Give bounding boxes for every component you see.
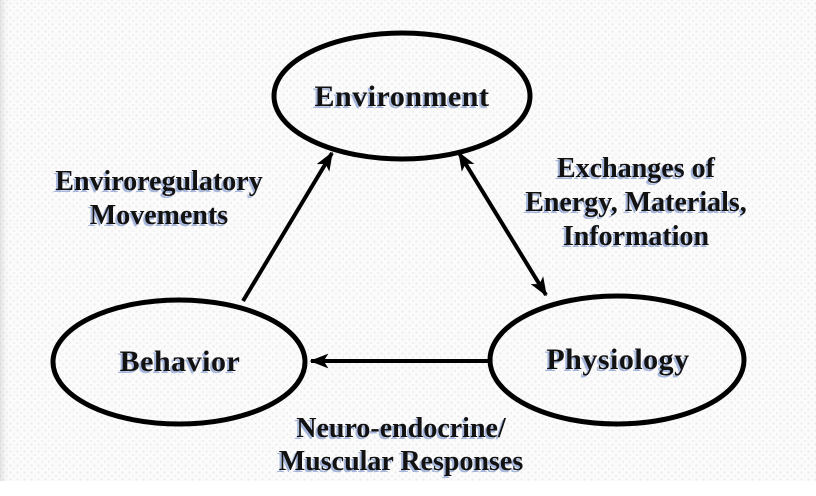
edge-label-exchanges: Exchanges of Energy, Materials, Informat… (525, 152, 747, 254)
behavior-ellipse (50, 297, 308, 427)
edge-label-line: Enviroregulatory (55, 166, 263, 197)
edge-label-line: Movements (89, 200, 229, 231)
edge-label-line: Neuro-endocrine/ (296, 413, 506, 444)
edge-label-line: Information (562, 221, 710, 252)
node-label-environment: Environment (314, 80, 490, 113)
edge-label-line: Exchanges of (557, 153, 715, 184)
physiology-ellipse (487, 293, 747, 427)
edge-label-neuro-endocrine: Neuro-endocrine/ Muscular Responses (279, 412, 524, 478)
edge-label-line: Muscular Responses (278, 446, 524, 477)
node-label-behavior: Behavior (119, 345, 241, 378)
node-label-physiology: Physiology (546, 343, 690, 376)
edge-label-enviroregulatory-movements: Enviroregulatory Movements (55, 165, 262, 233)
slide-bottom-margin (0, 481, 816, 496)
arrow-behavior-to-environment (241, 151, 334, 303)
environment-ellipse (271, 30, 533, 162)
arrow-environment-physiology-bidirectional (457, 151, 548, 297)
edge-label-line: Energy, Materials, (525, 187, 747, 218)
